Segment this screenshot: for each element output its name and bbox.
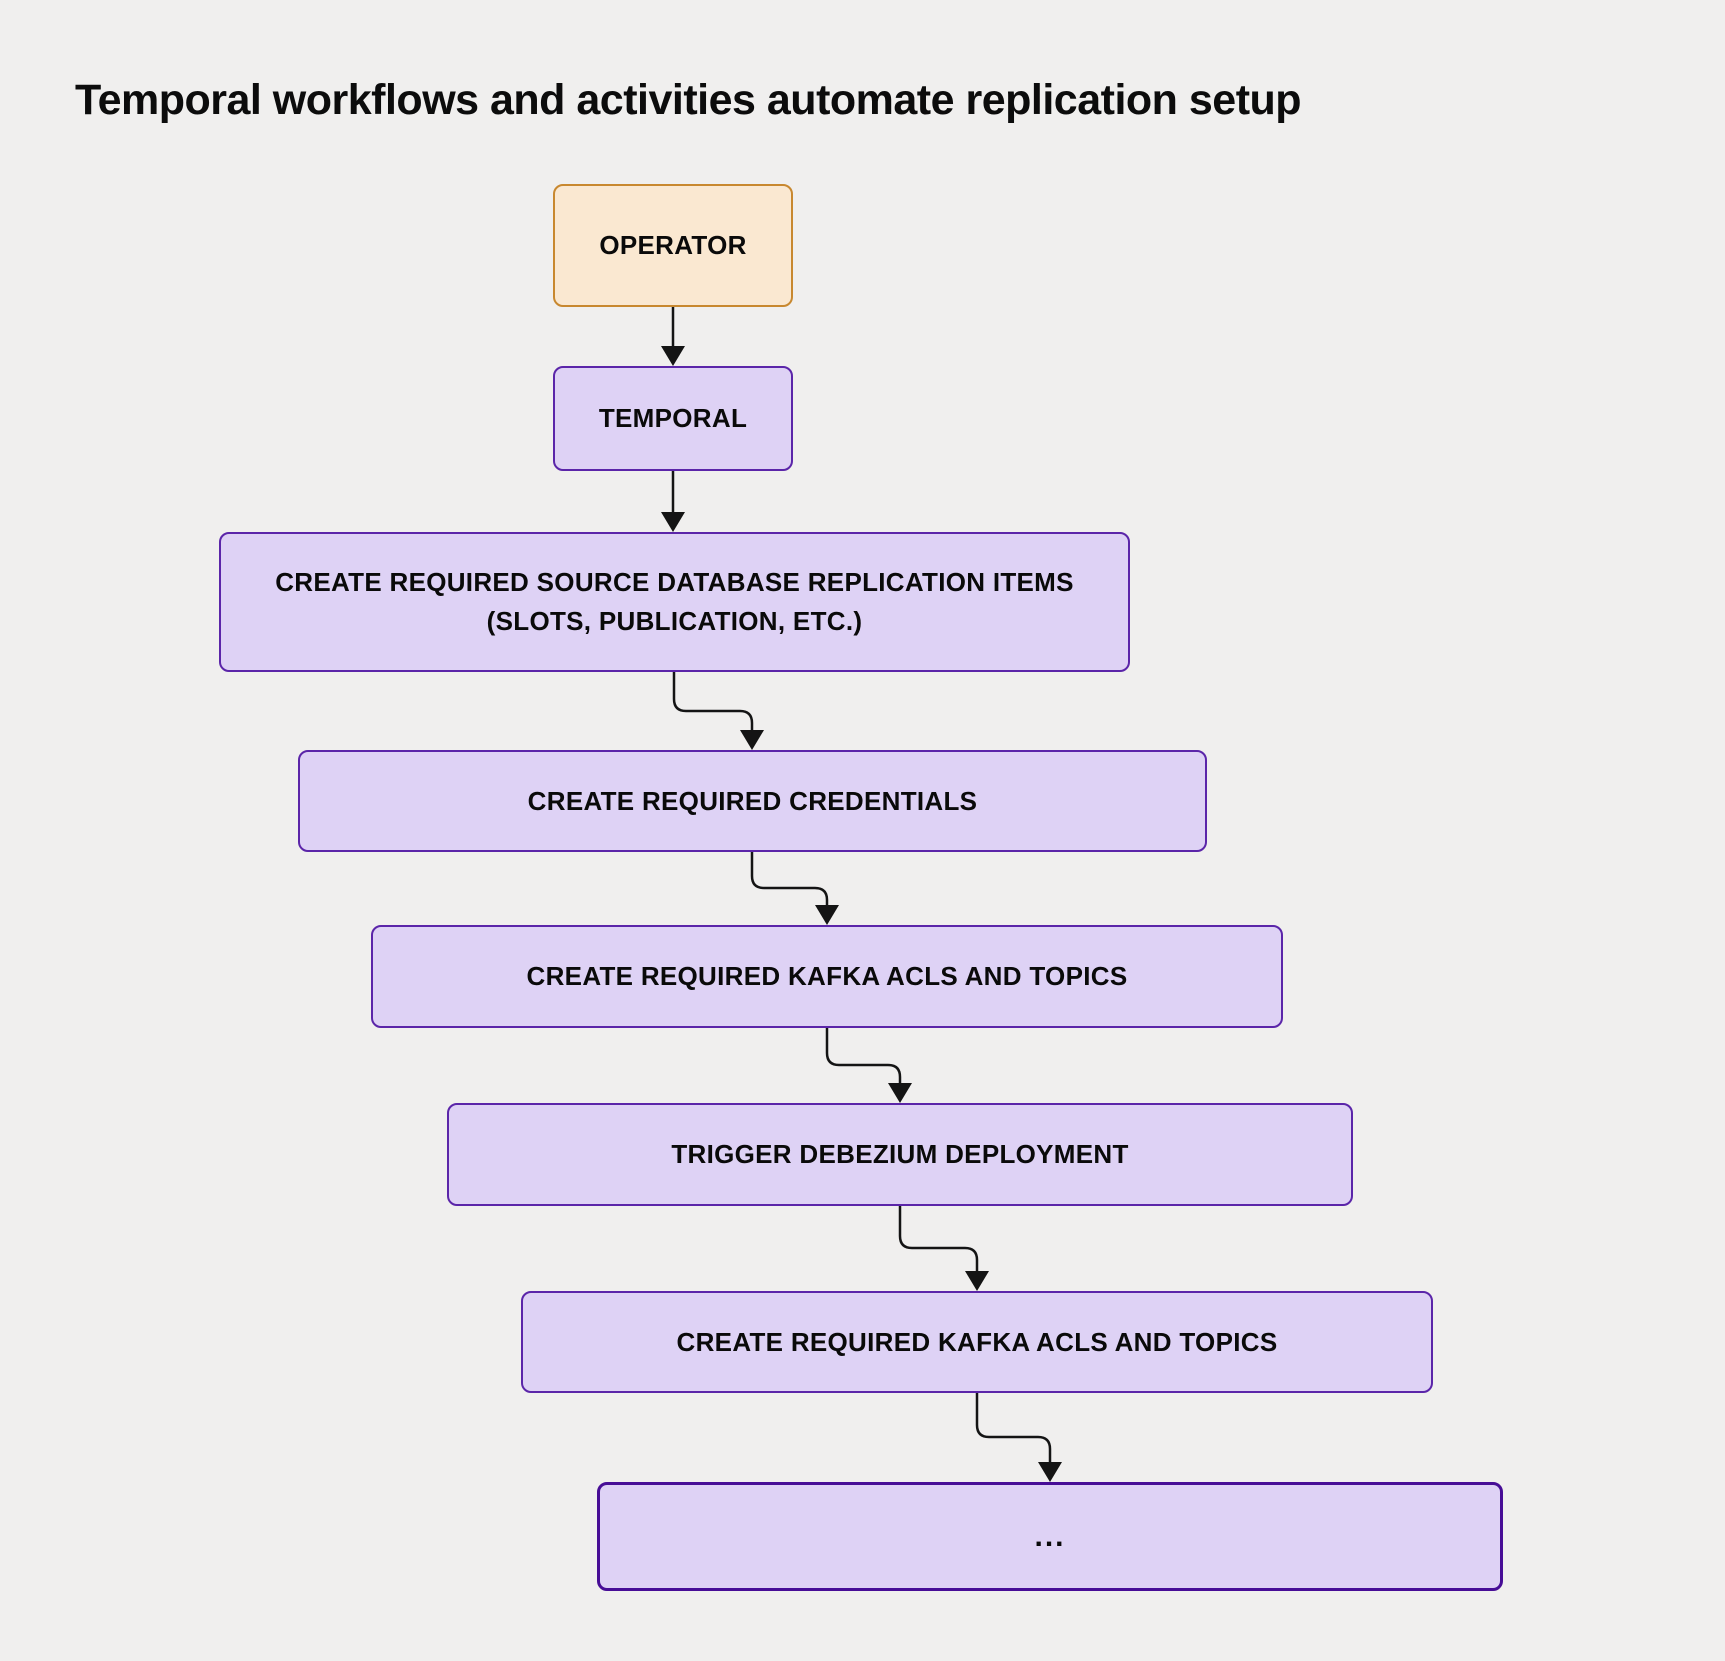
- node-create-credentials: CREATE REQUIRED CREDENTIALS: [298, 750, 1207, 852]
- node-trigger-debezium-deployment: TRIGGER DEBEZIUM DEPLOYMENT: [447, 1103, 1353, 1206]
- arrowhead-icon: [1038, 1462, 1062, 1482]
- flow-arrow: [898, 1206, 989, 1291]
- flow-arrow: [825, 1028, 912, 1103]
- flow-arrow: [750, 852, 839, 925]
- arrowhead-icon: [815, 905, 839, 925]
- node-ellipsis: ...: [597, 1482, 1503, 1591]
- node-create-source-db-replication-items: CREATE REQUIRED SOURCE DATABASE REPLICAT…: [219, 532, 1130, 672]
- flow-arrow: [975, 1393, 1062, 1482]
- arrowhead-icon: [661, 512, 685, 532]
- arrowhead-icon: [740, 730, 764, 750]
- arrowhead-icon: [965, 1271, 989, 1291]
- node-operator: OPERATOR: [553, 184, 793, 307]
- flow-arrow: [661, 307, 685, 366]
- node-temporal: TEMPORAL: [553, 366, 793, 471]
- arrowhead-icon: [888, 1083, 912, 1103]
- node-create-kafka-acls-topics-1: CREATE REQUIRED KAFKA ACLS AND TOPICS: [371, 925, 1283, 1028]
- diagram-title: Temporal workflows and activities automa…: [75, 76, 1302, 124]
- arrowhead-icon: [661, 346, 685, 366]
- flow-arrow: [661, 471, 685, 532]
- node-create-kafka-acls-topics-2: CREATE REQUIRED KAFKA ACLS AND TOPICS: [521, 1291, 1433, 1393]
- flow-arrow: [672, 672, 764, 750]
